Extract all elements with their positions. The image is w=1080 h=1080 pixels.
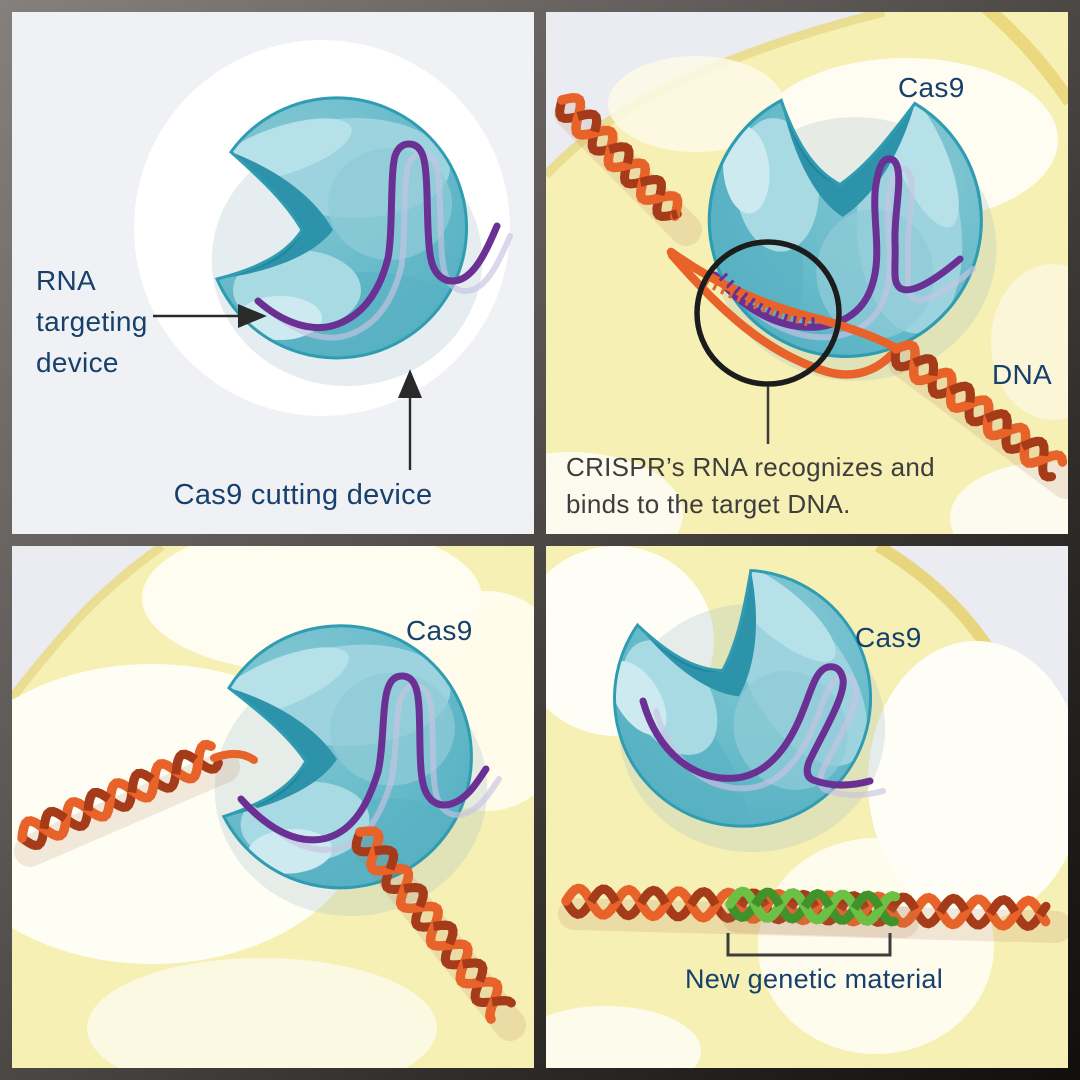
cytoplasm-highlight: [758, 838, 994, 1054]
binding-site-circle: [694, 239, 842, 387]
dna-binding-illustration: [546, 12, 1068, 534]
dna-cutting-illustration: [12, 546, 534, 1068]
cas9-label: Cas9: [855, 622, 922, 653]
cytoplasm-highlight: [991, 264, 1068, 420]
cytoplasm-highlight: [608, 56, 784, 152]
binding-caption: CRISPR’s RNA recognizes and binds to the…: [566, 452, 935, 519]
rna-targeting-device-label: RNA targeting device: [36, 265, 148, 378]
cytoplasm-highlight: [950, 462, 1068, 534]
guide-rna: [237, 672, 490, 844]
cas9-cutting-device-label: Cas9 cutting device: [173, 479, 433, 511]
protein-mouth: [223, 687, 337, 817]
dna-repair-illustration: [546, 546, 1068, 1068]
panel-dna-cut: Cas9: [12, 546, 534, 1068]
cell-membrane: [12, 546, 165, 701]
cell-exterior: [546, 12, 884, 175]
cell-membrane: [981, 12, 1068, 106]
cell-exterior: [12, 546, 162, 698]
cytoplasm-highlight: [12, 664, 367, 964]
rna-base-pairs: [718, 272, 815, 328]
dna-new-segment: [722, 886, 919, 938]
dna-fragment-right: [351, 826, 526, 1041]
panel-dna-recognition: Cas9 DNA CRISPR’s RNA recognizes and bin…: [546, 12, 1068, 534]
cas9-label: Cas9: [406, 615, 473, 646]
protein-mouth: [217, 152, 333, 279]
dna-base-pairs: [704, 276, 810, 327]
dna-cut-end: [210, 750, 258, 764]
guide-rna: [639, 663, 874, 789]
panel-cas9-components: RNA targeting device Cas9 cutting device: [12, 12, 534, 534]
new-genetic-material-label: New genetic material: [684, 964, 944, 994]
dna-strand-lower: [667, 250, 901, 379]
guide-rna-shadow: [251, 682, 502, 853]
cytoplasm-highlight: [546, 452, 683, 534]
cytoplasm-highlight: [87, 958, 437, 1068]
cas9-label: Cas9: [898, 72, 965, 103]
new-material-bracket: [726, 933, 892, 957]
dna-helix-right: [888, 340, 1068, 499]
guide-rna: [254, 140, 501, 331]
guide-rna: [711, 155, 964, 331]
cell-exterior: [878, 546, 1068, 798]
cytoplasm-highlight: [546, 1006, 701, 1068]
dna-helix-left: [554, 93, 702, 246]
panel-new-genetic-material: Cas9 New genetic material: [546, 546, 1068, 1068]
dna-fragment-left: [14, 739, 240, 867]
dna-label: DNA: [992, 359, 1053, 390]
cas9-components-illustration: [134, 40, 513, 470]
